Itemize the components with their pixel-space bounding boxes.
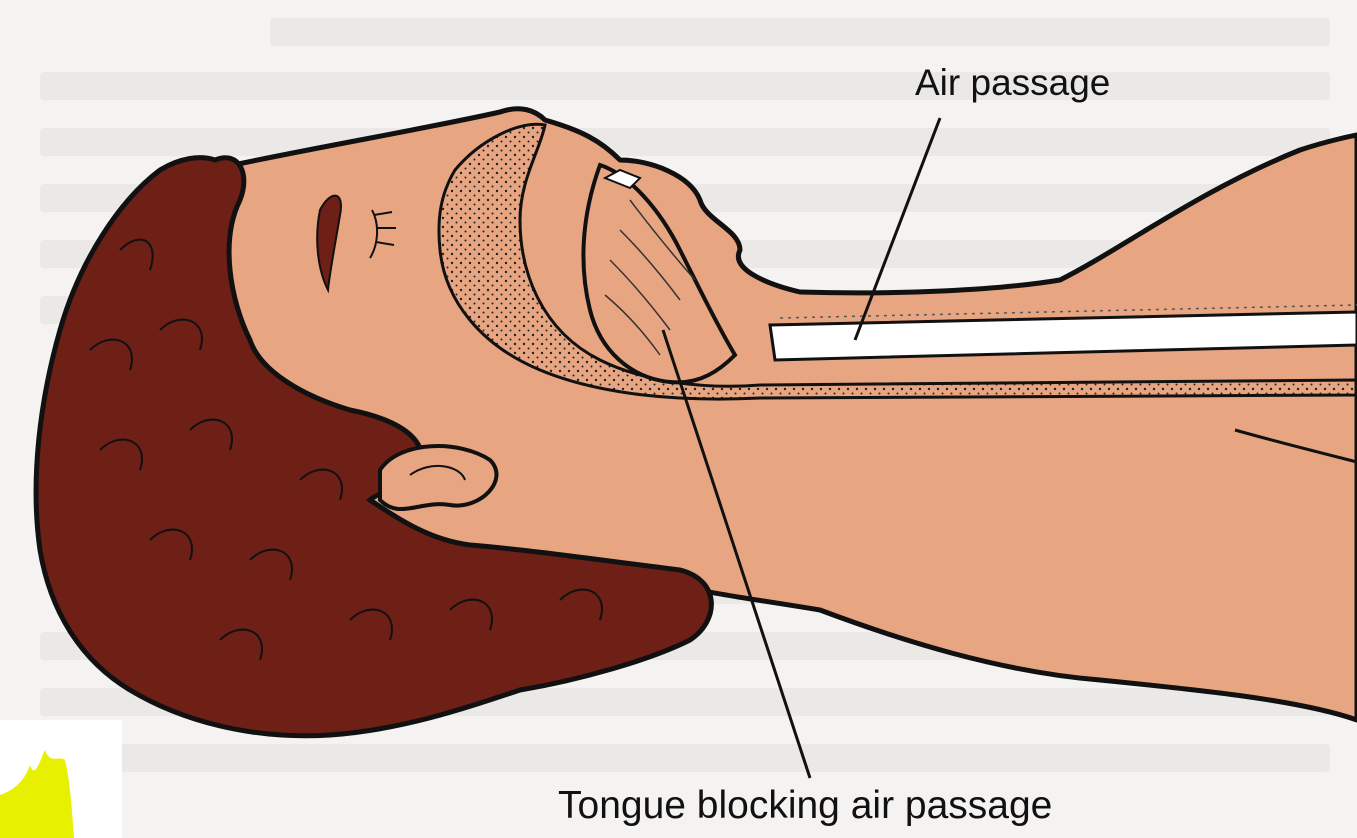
- corner-inset: [0, 720, 122, 838]
- air-passage-label: Air passage: [915, 62, 1110, 104]
- yellow-shape-icon: [0, 720, 122, 838]
- ear: [380, 446, 496, 509]
- tongue-blocking-label: Tongue blocking air passage: [558, 784, 1052, 828]
